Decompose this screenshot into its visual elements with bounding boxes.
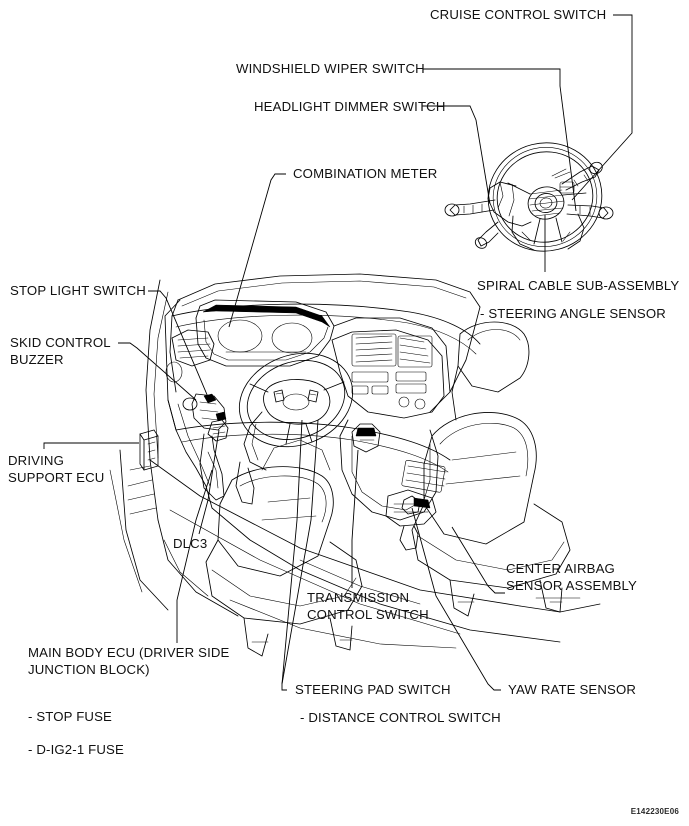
instrument-panel (109, 273, 481, 611)
label-yaw-rate-sensor: YAW RATE SENSOR (508, 682, 637, 697)
label-dlc3: DLC3 (173, 536, 208, 551)
driving-support-ecu-part (139, 429, 159, 471)
label-steering-angle-sensor: - STEERING ANGLE SENSOR (480, 306, 666, 321)
label-spiral-cable-sub-assembly: SPIRAL CABLE SUB-ASSEMBLY (477, 278, 680, 293)
label-main-body-ecu: MAIN BODY ECU (DRIVER SIDE JUNCTION BLOC… (28, 645, 230, 677)
label-stop-fuse: - STOP FUSE (28, 709, 112, 724)
label-distance-control-switch: - DISTANCE CONTROL SWITCH (300, 710, 501, 725)
label-driving-support-ecu: DRIVING SUPPORT ECU (8, 453, 105, 485)
label-stop-light-switch: STOP LIGHT SWITCH (10, 283, 146, 298)
label-headlight-dimmer-switch: HEADLIGHT DIMMER SWITCH (254, 99, 446, 114)
label-center-airbag-sensor-assembly: CENTER AIRBAG SENSOR ASSEMBLY (506, 561, 637, 593)
label-transmission-control-switch: TRANSMISSION CONTROL SWITCH (307, 590, 429, 622)
label-combination-meter: COMBINATION METER (293, 166, 438, 181)
label-d-ig2-1-fuse: - D-IG2-1 FUSE (28, 742, 124, 757)
steering-wheel-assembly (444, 142, 614, 252)
figure-code: E142230E06 (630, 807, 679, 816)
label-windshield-wiper-switch: WINDSHIELD WIPER SWITCH (236, 61, 425, 76)
label-steering-pad-switch: STEERING PAD SWITCH (295, 682, 451, 697)
console-and-seats (149, 321, 601, 657)
label-cruise-control-switch: CRUISE CONTROL SWITCH (430, 7, 607, 22)
leader-lines (43, 14, 633, 691)
label-skid-control-buzzer: SKID CONTROL BUZZER (10, 335, 111, 367)
